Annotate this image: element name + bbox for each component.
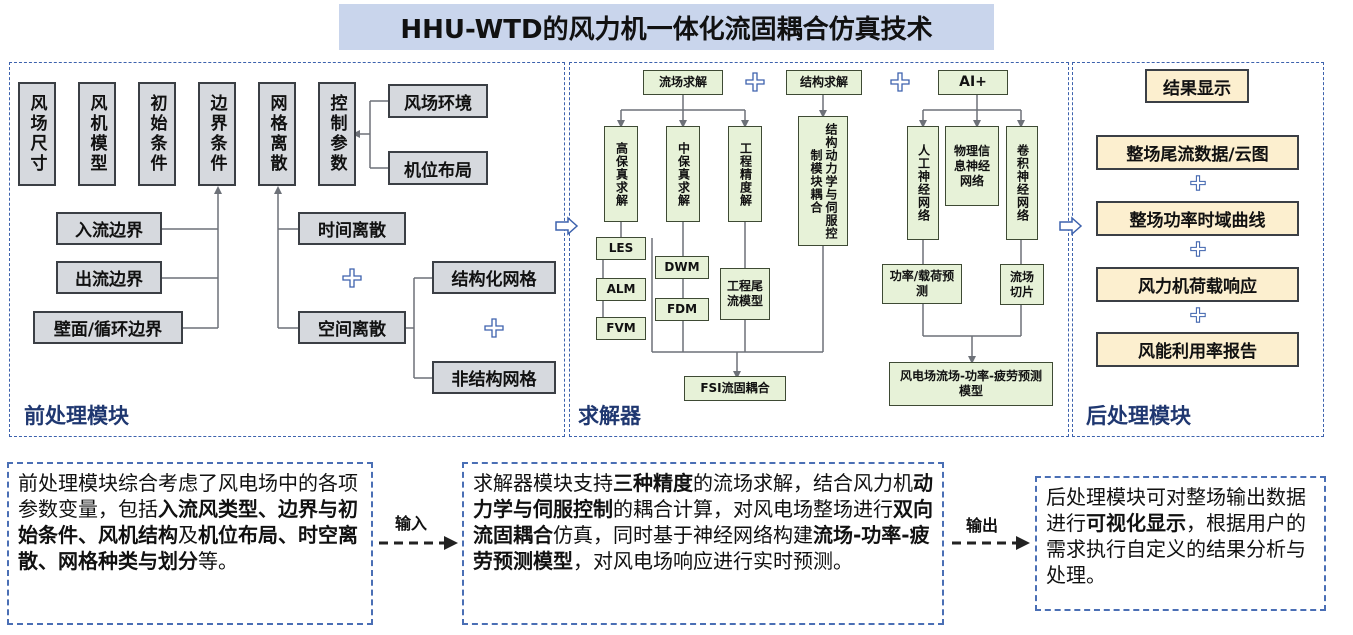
plus-icon: [745, 72, 765, 92]
post-description: 后处理模块可对整场输出数据进行可视化显示，根据用户的需求执行自定义的结果分析与处…: [1035, 476, 1326, 611]
input-arrow-label: 输入: [395, 514, 428, 533]
wall-boundary-box: 壁面/循环边界: [33, 311, 183, 344]
pre-description: 前处理模块综合考虑了风电场中的各项参数变量，包括入流风类型、边界与初始条件、风机…: [7, 462, 373, 625]
wind-farm-prediction-model-box: 风电场流场-功率-疲劳预测模型: [889, 362, 1053, 406]
fvm-box: FVM: [596, 317, 646, 340]
turbine-layout-box: 机位布局: [388, 151, 488, 185]
mid-fidelity-box: 中保真求解: [666, 126, 700, 222]
result-display-box: 结果显示: [1145, 69, 1249, 103]
power-load-prediction-box: 功率/载荷预测: [882, 264, 962, 304]
engineering-wake-model-box: 工程尾流模型: [720, 268, 770, 320]
inflow-boundary-box: 入流边界: [56, 212, 162, 245]
ann-box: 人工神经网络: [907, 126, 939, 240]
time-discretization-box: 时间离散: [298, 212, 406, 245]
field-size-box: 风场尺寸: [18, 82, 56, 186]
energy-report-box: 风能利用率报告: [1096, 332, 1299, 367]
flow-solve-box: 流场求解: [643, 70, 723, 95]
plus-icon: [1190, 175, 1206, 191]
plus-icon: [342, 268, 362, 288]
alm-box: ALM: [596, 278, 646, 301]
pre-processing-panel: [9, 62, 565, 437]
mesh-discretization-box: 网格离散: [258, 82, 296, 186]
solver-panel-label: 求解器: [578, 404, 641, 428]
post-processing-panel: [1072, 62, 1324, 437]
fdm-box: FDM: [655, 298, 709, 321]
page-title: HHU-WTD的风力机一体化流固耦合仿真技术: [339, 4, 994, 50]
plus-icon: [890, 72, 910, 92]
unstructured-mesh-box: 非结构网格: [432, 361, 556, 394]
post-panel-label: 后处理模块: [1086, 404, 1191, 428]
outflow-boundary-box: 出流边界: [56, 261, 162, 294]
load-response-box: 风力机荷载响应: [1096, 267, 1299, 302]
structural-dynamics-box: 结构动力学与伺服控制模块耦合: [798, 116, 848, 246]
structure-solve-box: 结构求解: [786, 70, 862, 95]
structured-mesh-box: 结构化网格: [432, 261, 556, 294]
plus-icon: [484, 318, 504, 338]
solver-panel: [569, 62, 1069, 437]
cnn-box: 卷积神经网络: [1006, 126, 1038, 240]
wake-contour-box: 整场尾流数据/云图: [1096, 135, 1299, 170]
les-box: LES: [596, 237, 646, 260]
high-fidelity-box: 高保真求解: [604, 126, 638, 222]
boundary-condition-box: 边界条件: [198, 82, 236, 186]
wind-environment-box: 风场环境: [388, 84, 488, 118]
solver-description: 求解器模块支持三种精度的流场求解，结合风力机动力学与伺服控制的耦合计算，对风电场…: [462, 462, 944, 625]
output-arrow-label: 输出: [966, 516, 999, 535]
plus-icon: [1190, 241, 1206, 257]
initial-condition-box: 初始条件: [138, 82, 176, 186]
pre-panel-label: 前处理模块: [24, 404, 129, 428]
space-discretization-box: 空间离散: [298, 311, 406, 344]
turbine-model-box: 风机模型: [78, 82, 116, 186]
fsi-coupling-box: FSI流固耦合: [684, 376, 786, 401]
plus-icon: [1190, 307, 1206, 323]
control-parameter-box: 控制参数: [318, 82, 356, 186]
ai-plus-box: AI+: [938, 70, 1008, 95]
power-curve-box: 整场功率时域曲线: [1096, 201, 1299, 236]
engineering-accuracy-box: 工程精度解: [728, 126, 762, 222]
flow-slice-box: 流场切片: [1000, 264, 1044, 305]
pinn-box: 物理信息神经网络: [945, 126, 999, 206]
dwm-box: DWM: [655, 256, 709, 279]
